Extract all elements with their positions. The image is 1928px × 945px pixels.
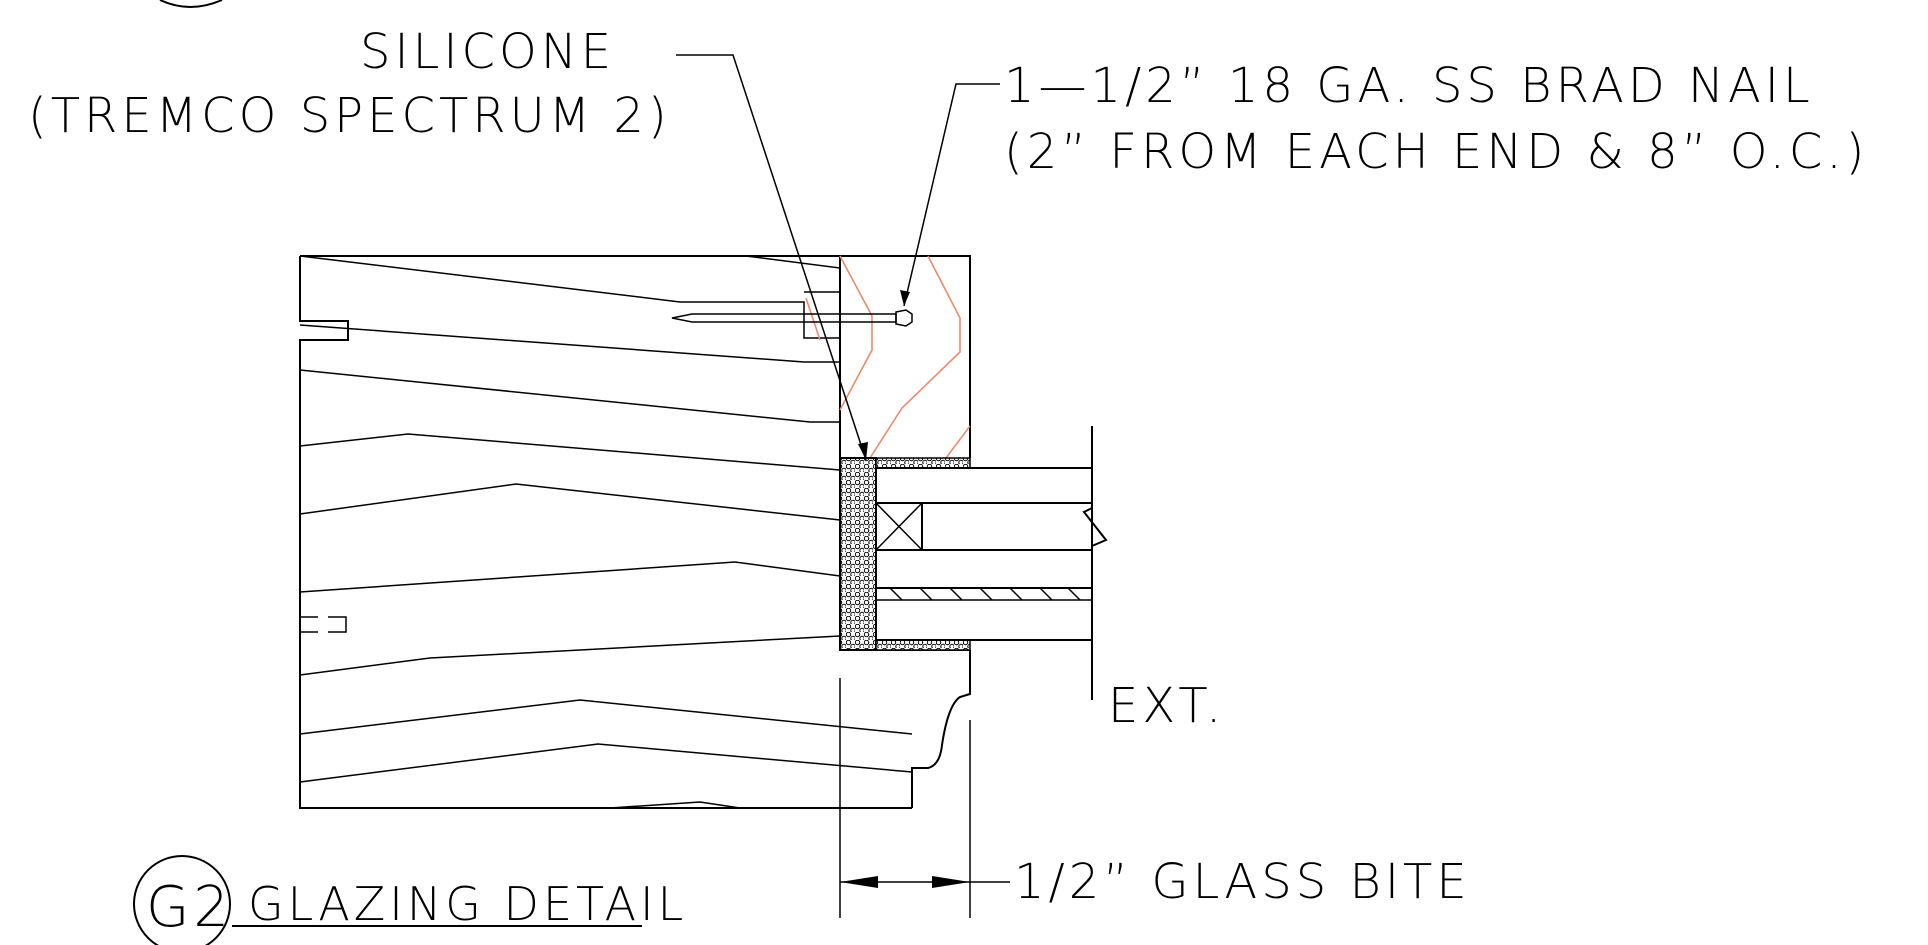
silicone-label-line2: (TREMCO SPECTRUM 2)	[28, 88, 671, 144]
exterior-label: EXT.	[1108, 678, 1225, 734]
glass-bite-label: 1/2” GLASS BITE	[1014, 854, 1471, 910]
wood-stop	[805, 255, 971, 459]
detail-title: GLAZING DETAIL	[248, 877, 687, 931]
nail-arrowhead	[900, 290, 910, 306]
nail-label-line1: 1—1/2” 18 GA. SS BRAD NAIL	[1004, 58, 1814, 114]
detail-title-block: G2 GLAZING DETAIL	[133, 855, 687, 945]
top-symbol-arc	[159, 0, 223, 8]
sash-profile	[299, 255, 971, 809]
silicone-label-line1: SILICONE	[360, 24, 615, 80]
glass-bite-dimension	[839, 678, 1010, 918]
insulated-glass-unit	[875, 467, 1108, 641]
silicone-sealant	[839, 457, 971, 651]
detail-id-circle	[133, 855, 231, 945]
silicone-leader	[676, 54, 867, 461]
brad-nail	[671, 309, 913, 327]
nail-leader	[903, 83, 1000, 307]
nail-label-line2: (2” FROM EACH END & 8” O.C.)	[1004, 124, 1868, 180]
silicone-arrowhead	[858, 442, 868, 460]
detail-id: G2	[146, 875, 233, 940]
